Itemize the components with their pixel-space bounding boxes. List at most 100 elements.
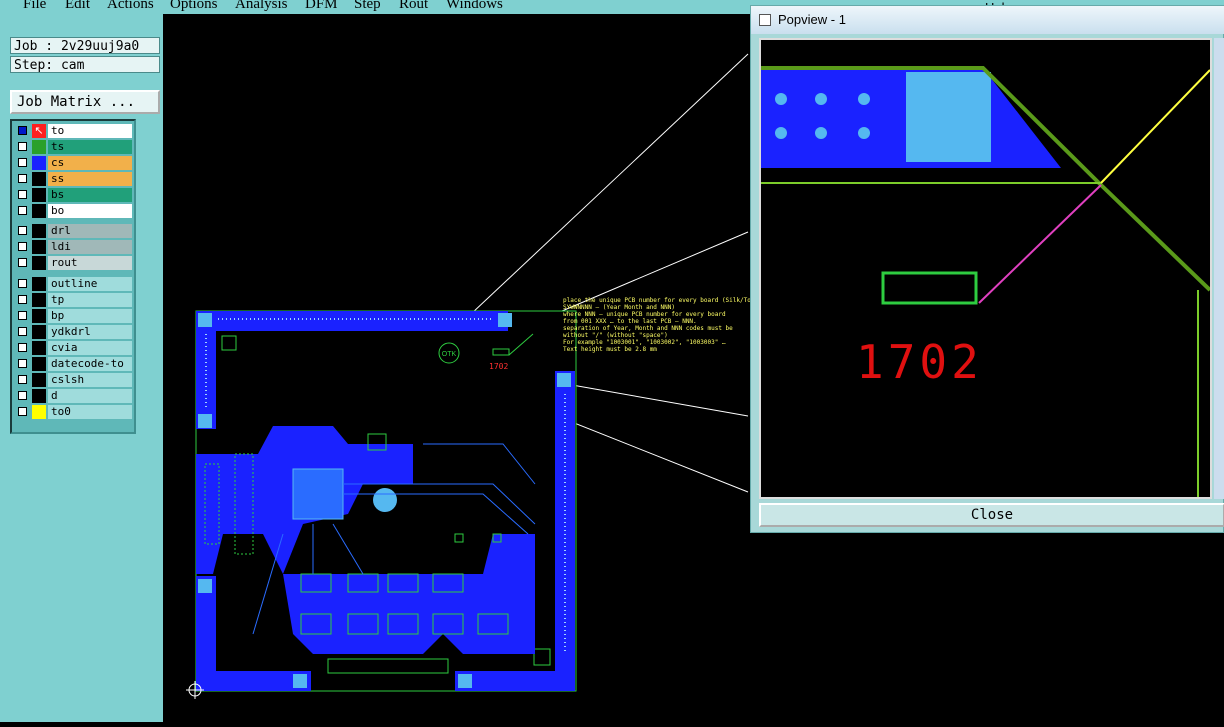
menu-rout[interactable]: Rout: [399, 0, 429, 12]
popview-titlebar[interactable]: Popview - 1: [751, 6, 1224, 34]
menu-windows[interactable]: Windows: [446, 0, 503, 12]
note-line: For example "1003001", "1003002", "10030…: [563, 339, 726, 346]
layer-row-bp[interactable]: bp: [15, 309, 132, 323]
layer-checkbox[interactable]: [18, 279, 27, 288]
menu-analysis[interactable]: Analysis: [235, 0, 288, 12]
layer-color-swatch[interactable]: [32, 156, 46, 170]
layer-row-rout[interactable]: rout: [15, 256, 132, 270]
layer-row-drl[interactable]: drl: [15, 224, 132, 238]
zoom-line: [554, 381, 749, 417]
layer-checkbox[interactable]: [18, 343, 27, 352]
menu-actions[interactable]: Actions: [107, 0, 154, 12]
layer-row-tp[interactable]: tp: [15, 293, 132, 307]
layer-name[interactable]: bo: [48, 204, 132, 218]
layer-name[interactable]: d: [48, 389, 132, 403]
layer-checkbox[interactable]: [18, 295, 27, 304]
layer-row-ldi[interactable]: ldi: [15, 240, 132, 254]
layer-name[interactable]: outline: [48, 277, 132, 291]
ic-chip: [292, 468, 344, 520]
layer-checkbox[interactable]: [18, 258, 27, 267]
layer-checkbox[interactable]: [18, 206, 27, 215]
otk-label: OTK: [442, 351, 457, 358]
layer-color-swatch[interactable]: [32, 405, 46, 419]
layer-row-ts[interactable]: ts: [15, 140, 132, 154]
menu-dfm[interactable]: DFM: [305, 0, 338, 12]
layer-name[interactable]: ss: [48, 172, 132, 186]
layer-name[interactable]: ts: [48, 140, 132, 154]
layer-checkbox[interactable]: [18, 327, 27, 336]
layer-checkbox[interactable]: [18, 359, 27, 368]
layer-row-to[interactable]: ↖to: [15, 124, 132, 138]
layer-color-swatch[interactable]: [32, 140, 46, 154]
layer-name[interactable]: cslsh: [48, 373, 132, 387]
layer-checkbox[interactable]: [18, 242, 27, 251]
layer-color-swatch[interactable]: [32, 240, 46, 254]
layer-row-ydkdrl[interactable]: ydkdrl: [15, 325, 132, 339]
layer-color-swatch[interactable]: [32, 309, 46, 323]
layer-row-datecode-to[interactable]: datecode-to: [15, 357, 132, 371]
layer-checkbox[interactable]: [18, 375, 27, 384]
layer-name[interactable]: rout: [48, 256, 132, 270]
layer-checkbox[interactable]: [18, 391, 27, 400]
layer-checkbox[interactable]: [18, 407, 27, 416]
layer-name[interactable]: bs: [48, 188, 132, 202]
connector: [204, 463, 220, 545]
layer-color-swatch[interactable]: [32, 204, 46, 218]
layer-color-swatch[interactable]: [32, 373, 46, 387]
layer-color-swatch[interactable]: [32, 277, 46, 291]
layer-checkbox[interactable]: [18, 226, 27, 235]
layer-checkbox[interactable]: [18, 126, 27, 135]
layer-color-swatch[interactable]: [32, 341, 46, 355]
layer-checkbox[interactable]: [18, 311, 27, 320]
layer-name[interactable]: datecode-to: [48, 357, 132, 371]
fiducial-pad: [198, 414, 212, 428]
layer-checkbox[interactable]: [18, 142, 27, 151]
job-matrix-button[interactable]: Job Matrix ...: [10, 90, 160, 114]
menu-options[interactable]: Options: [170, 0, 218, 12]
layer-name[interactable]: ydkdrl: [48, 325, 132, 339]
layer-checkbox[interactable]: [18, 158, 27, 167]
layer-checkbox[interactable]: [18, 174, 27, 183]
layer-name[interactable]: to0: [48, 405, 132, 419]
close-button[interactable]: Close: [759, 503, 1224, 527]
layer-row-d[interactable]: d: [15, 389, 132, 403]
board-edge-trace: [761, 66, 1210, 292]
layer-color-swatch[interactable]: [32, 172, 46, 186]
layer-color-swatch[interactable]: [32, 357, 46, 371]
pcb-view[interactable]: OTK 1702 place the unique PCB number for…: [163, 14, 1224, 722]
layer-name[interactable]: drl: [48, 224, 132, 238]
layer-name[interactable]: ldi: [48, 240, 132, 254]
layer-color-swatch[interactable]: [32, 188, 46, 202]
layer-name[interactable]: tp: [48, 293, 132, 307]
layer-row-outline[interactable]: outline: [15, 277, 132, 291]
popview-viewport[interactable]: 1702: [759, 38, 1212, 499]
layer-color-swatch[interactable]: [32, 256, 46, 270]
layer-row-cs[interactable]: cs: [15, 156, 132, 170]
active-layer-arrow-icon[interactable]: ↖: [32, 124, 46, 138]
layer-row-to0[interactable]: to0: [15, 405, 132, 419]
otk-circle: [438, 342, 460, 364]
layer-row-cslsh[interactable]: cslsh: [15, 373, 132, 387]
layer-checkbox[interactable]: [18, 190, 27, 199]
popview-graphics: 1702: [761, 66, 1210, 497]
layer-name[interactable]: to: [48, 124, 132, 138]
menu-file[interactable]: File: [23, 0, 47, 12]
copper-pour: [196, 426, 535, 654]
datecode-zoom: 1702: [856, 335, 983, 389]
menu-edit[interactable]: Edit: [65, 0, 90, 12]
copper-frame-bottom-right: [455, 671, 575, 691]
layer-color-swatch[interactable]: [32, 389, 46, 403]
layer-color-swatch[interactable]: [32, 325, 46, 339]
layer-row-ss[interactable]: ss: [15, 172, 132, 186]
layer-color-swatch[interactable]: [32, 293, 46, 307]
popview-side-toolbar[interactable]: [1214, 38, 1224, 499]
layer-name[interactable]: bp: [48, 309, 132, 323]
layer-name[interactable]: cvia: [48, 341, 132, 355]
layer-color-swatch[interactable]: [32, 224, 46, 238]
layer-name[interactable]: cs: [48, 156, 132, 170]
layer-row-bs[interactable]: bs: [15, 188, 132, 202]
layer-row-cvia[interactable]: cvia: [15, 341, 132, 355]
leader-line: [508, 333, 534, 356]
layer-row-bo[interactable]: bo: [15, 204, 132, 218]
menu-step[interactable]: Step: [354, 0, 381, 12]
